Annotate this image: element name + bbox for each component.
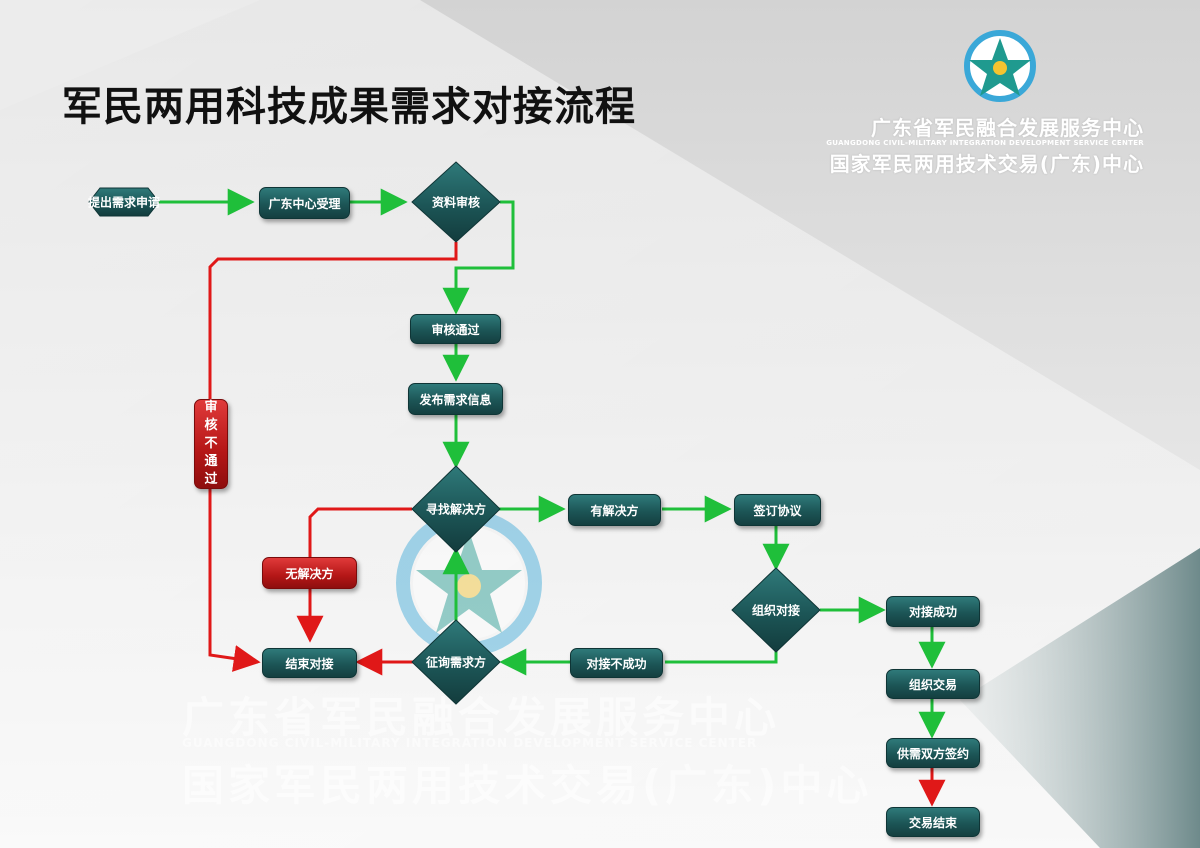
watermark-name-en: GUANGDONG CIVIL-MILITARY INTEGRATION DEV… <box>182 736 758 750</box>
node-has-solution: 有解决方 <box>568 494 661 526</box>
diamond-review <box>411 161 501 243</box>
node-dock-success: 对接成功 <box>886 596 980 627</box>
node-sign: 签订协议 <box>734 494 821 526</box>
green-arrows <box>156 188 946 739</box>
node-accept: 广东中心受理 <box>259 187 350 219</box>
node-dock-fail: 对接不成功 <box>570 648 663 678</box>
node-no-solution: 无解决方 <box>262 557 357 589</box>
page-title: 军民两用科技成果需求对接流程 <box>62 84 636 130</box>
reject-char-3: 不 <box>204 436 218 451</box>
node-pass: 审核通过 <box>410 314 501 344</box>
diamond-organize <box>731 567 821 653</box>
node-trade-end: 交易结束 <box>886 807 980 837</box>
node-end-dock: 结束对接 <box>262 648 357 678</box>
org-name-cn: 广东省军民融合发展服务中心 <box>871 116 1144 140</box>
watermark-name-cn-2: 国家军民两用技术交易(广东)中心 <box>182 761 873 810</box>
diamond-consult <box>411 619 501 705</box>
node-org-trade: 组织交易 <box>886 669 980 699</box>
diamond-find <box>411 465 501 553</box>
teal-corner-triangle <box>960 548 1200 848</box>
org-name-cn-2: 国家军民两用技术交易(广东)中心 <box>829 152 1144 176</box>
node-organize-label: 组织对接 <box>751 603 801 618</box>
node-consult-label: 征询需求方 <box>425 655 487 670</box>
node-both-sign: 供需双方签约 <box>886 738 980 768</box>
reject-char-4: 通 <box>204 454 218 469</box>
org-name-en: GUANGDONG CIVIL-MILITARY INTEGRATION DEV… <box>826 139 1144 147</box>
reject-char-1: 审 <box>204 400 218 415</box>
watermark-name-cn: 广东省军民融合发展服务中心 <box>182 693 781 742</box>
node-reject: 审 核 不 通 过 <box>194 399 228 489</box>
node-review-label: 资料审核 <box>431 195 481 210</box>
node-publish: 发布需求信息 <box>408 383 503 415</box>
node-find-label: 寻找解决方 <box>425 502 487 517</box>
header-logo <box>964 30 1036 102</box>
start-hexagon <box>88 187 160 217</box>
reject-char-5: 过 <box>204 472 218 487</box>
reject-char-2: 核 <box>204 418 218 433</box>
node-submit-label: 提出需求申请 <box>87 195 161 210</box>
